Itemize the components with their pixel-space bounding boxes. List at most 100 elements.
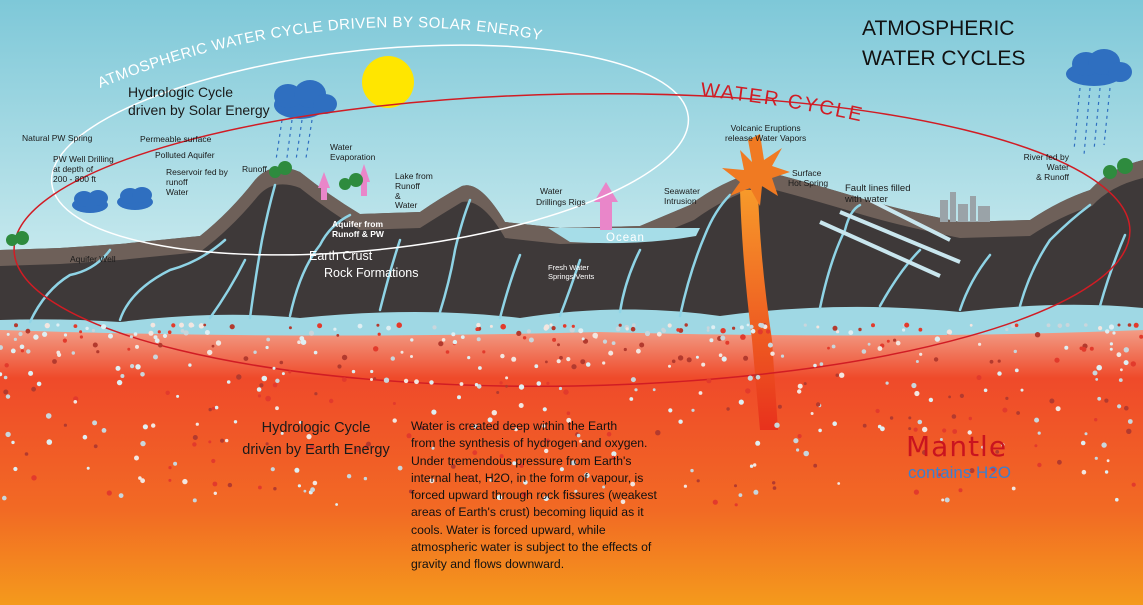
- mantle-dot: [630, 481, 636, 487]
- mantle-dot: [467, 474, 471, 478]
- mantle-dot: [989, 359, 994, 364]
- magma-conduit: [740, 190, 778, 430]
- lake-line-2: Runoff: [395, 180, 420, 191]
- mantle-dot: [0, 345, 3, 350]
- mantle-dot: [386, 325, 391, 331]
- mantle-dot: [1101, 442, 1107, 448]
- mantle-dot: [1089, 346, 1094, 351]
- paragraph-line: atmospheric water is subject to the effe…: [411, 540, 652, 555]
- mantle-dot: [127, 347, 131, 351]
- mantle-dot: [192, 435, 198, 440]
- mantle-dot: [545, 438, 550, 443]
- mantle-dot: [3, 375, 8, 380]
- lake-label: Lake from Runoff & Water: [395, 171, 433, 211]
- mantle-dot: [706, 329, 710, 332]
- mantle-dot: [459, 382, 464, 386]
- mantle-dot: [280, 431, 284, 435]
- mantle-dot: [519, 463, 524, 468]
- mantle-dot: [31, 386, 36, 392]
- mantle-dot: [279, 360, 284, 365]
- mantle-dot: [625, 327, 629, 331]
- mantle-dot: [26, 349, 31, 354]
- mantle-dot: [886, 339, 890, 343]
- mantle-dot: [827, 346, 830, 350]
- aquifer-runoff-label: Aquifer from Runoff & PW: [332, 219, 384, 240]
- mantle-dot: [1105, 329, 1110, 334]
- mantle-dot: [341, 354, 348, 361]
- mantle-dot: [135, 364, 141, 370]
- reservoir-line-2: runoff: [166, 176, 188, 187]
- solar-hydrologic-label: Hydrologic Cycle driven by Solar Energy: [128, 83, 270, 119]
- mantle-dot: [153, 335, 158, 340]
- sun: [362, 56, 414, 108]
- water-cycle-ellipse: [13, 92, 1131, 388]
- mantle-dot: [303, 489, 307, 493]
- mantle-dot: [546, 381, 550, 385]
- mantle-dot: [1079, 346, 1084, 351]
- mantle-dot: [56, 350, 61, 355]
- mantle-dot: [1014, 323, 1019, 328]
- mantle-dot: [753, 489, 759, 495]
- earth-crust-line-2: Rock Formations: [324, 266, 419, 280]
- mantle-dot: [569, 327, 575, 333]
- mantle-dot: [1014, 368, 1019, 373]
- mantle-dot: [450, 464, 456, 469]
- mantle-dot: [489, 478, 493, 482]
- mantle-dot: [745, 388, 751, 394]
- solar-hydrologic-line-2: driven by Solar Energy: [128, 102, 270, 118]
- mantle-dot: [796, 448, 800, 452]
- mantle-dot: [273, 487, 277, 491]
- mantle-dot: [475, 327, 480, 332]
- mantle-dot: [406, 433, 412, 439]
- mantle-dot: [86, 466, 90, 470]
- fault-line-1: Fault lines filled: [845, 183, 911, 194]
- mantle-dot: [655, 430, 661, 436]
- mantle-dot: [810, 412, 814, 415]
- mantle-dot: [837, 482, 841, 485]
- mantle-dot: [749, 464, 754, 468]
- mantle-dot: [608, 350, 614, 356]
- seawater-intrusion-label: Seawater Intrusion: [664, 186, 700, 207]
- mantle-dot: [337, 364, 342, 369]
- mantle-dot: [1126, 428, 1132, 434]
- mantle-dot: [558, 386, 563, 391]
- mantle-dot: [5, 394, 11, 399]
- mantle-dot: [908, 416, 912, 420]
- mantle-dot: [168, 478, 172, 482]
- mantle-dot: [1000, 443, 1005, 447]
- mantle-dot: [370, 378, 373, 381]
- mantle-dot: [1094, 418, 1098, 422]
- mantle-dot: [551, 326, 556, 331]
- mantle-dot: [750, 328, 756, 334]
- mantle-dot: [1117, 323, 1121, 327]
- mantle-dot: [275, 406, 279, 411]
- paragraph-line: Under tremendous pressure from Earth's: [411, 453, 632, 468]
- mantle-dot: [154, 338, 160, 344]
- mantle-dot: [667, 323, 672, 328]
- mantle-dot: [1109, 342, 1113, 346]
- mantle-dot: [73, 396, 79, 402]
- mantle-dot: [13, 337, 17, 341]
- mantle-dot: [831, 344, 836, 349]
- mantle-dot: [557, 343, 560, 347]
- mantle-dot: [720, 328, 726, 334]
- mantle-dot: [948, 395, 951, 399]
- pw-well-line-2: at depth of: [53, 163, 94, 174]
- mantle-dot: [499, 381, 503, 385]
- mantle-dot: [82, 434, 88, 440]
- mantle-dot: [460, 335, 465, 339]
- mantle-dot: [63, 333, 68, 337]
- mantle-dot: [106, 490, 112, 496]
- mantle-dot: [867, 342, 871, 346]
- mantle-dot: [429, 380, 434, 385]
- mantle-contains-label: contains H2O: [908, 463, 1011, 482]
- paragraph-line: Water is created deep within the Earth: [411, 419, 618, 433]
- mantle-dot: [997, 359, 1001, 363]
- mantle-dot: [18, 331, 23, 337]
- mantle-dot: [523, 480, 528, 485]
- mantle-dot: [457, 395, 461, 400]
- mantle-dot: [133, 332, 138, 336]
- mantle-dot: [281, 372, 285, 376]
- solar-cycle-ellipse: [50, 44, 690, 256]
- rain: [275, 87, 1111, 166]
